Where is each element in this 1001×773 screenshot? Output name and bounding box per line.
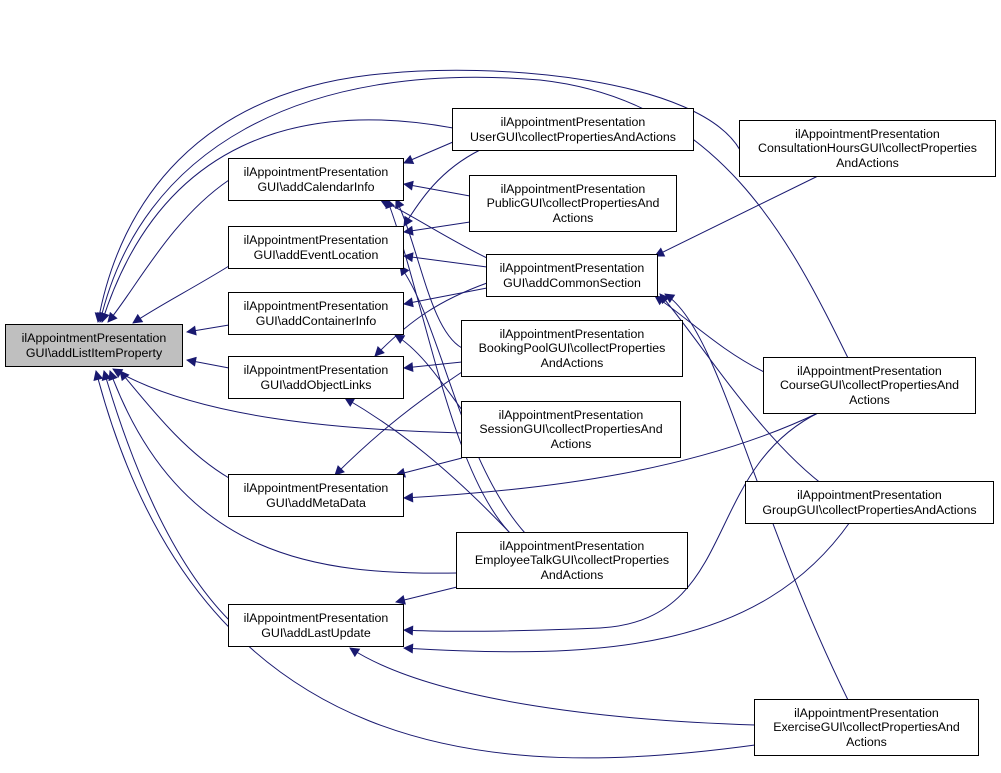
- edge-eventlocation-to-listitem: [132, 265, 230, 324]
- edge-exercise-to-lastupdate: [349, 647, 756, 726]
- edge-employee-to-event: [399, 265, 526, 534]
- edge-group-to-lastupdate: [403, 521, 851, 654]
- node-addlistitemproperty: ilAppointmentPresentation GUI\addListIte…: [5, 324, 183, 367]
- node-label: ilAppointmentPresentation CourseGUI\coll…: [779, 363, 960, 407]
- edge-consult-to-common: [654, 174, 821, 257]
- edge-session-to-listitem: [112, 368, 463, 434]
- edge-employee-to-lastupdate: [395, 586, 458, 605]
- edge-course-to-lastupdate: [403, 411, 821, 636]
- node-label: ilAppointmentPresentation PublicGUI\coll…: [486, 181, 660, 225]
- node-label: ilAppointmentPresentation GUI\addEventLo…: [243, 233, 389, 262]
- edge-common-to-objectlinks: [374, 282, 488, 357]
- node-addmetadata[interactable]: ilAppointmentPresentation GUI\addMetaDat…: [228, 474, 404, 517]
- node-label: ilAppointmentPresentation GUI\addListIte…: [21, 331, 167, 360]
- edge-booking-to-objectlinks: [403, 361, 463, 373]
- node-label: ilAppointmentPresentation GUI\addMetaDat…: [243, 481, 389, 510]
- edge-session-to-metadata: [395, 457, 463, 478]
- edge-employee-to-objectlinks: [344, 397, 511, 534]
- node-employeetalkgui-collect[interactable]: ilAppointmentPresentation EmployeeTalkGU…: [456, 532, 688, 589]
- node-usergui-collect[interactable]: ilAppointmentPresentation UserGUI\collec…: [452, 108, 694, 151]
- edge-user-to-event: [403, 149, 481, 227]
- edge-containerinfo-to-listitem: [186, 324, 230, 336]
- node-label: ilAppointmentPresentation GUI\addContain…: [243, 299, 389, 328]
- edge-user-to-listitem: [99, 119, 454, 323]
- node-sessiongui-collect[interactable]: ilAppointmentPresentation SessionGUI\col…: [461, 401, 681, 458]
- node-label: ilAppointmentPresentation EmployeeTalkGU…: [474, 538, 670, 582]
- node-label: ilAppointmentPresentation GUI\addObjectL…: [243, 363, 389, 392]
- edge-user-to-calendar: [403, 141, 454, 165]
- edge-session-to-containerinfo: [394, 334, 463, 411]
- edge-exercise-to-listitem: [93, 370, 756, 759]
- node-addcalendarinfo[interactable]: ilAppointmentPresentation GUI\addCalenda…: [228, 158, 404, 201]
- edge-objectlinks-to-listitem: [186, 356, 230, 369]
- node-label: ilAppointmentPresentation GUI\addCalenda…: [243, 165, 389, 194]
- node-groupgui-collect[interactable]: ilAppointmentPresentation GroupGUI\colle…: [745, 481, 994, 524]
- edge-group-to-common: [659, 293, 831, 491]
- edge-course-to-listitem: [97, 76, 849, 359]
- node-addobjectlinks[interactable]: ilAppointmentPresentation GUI\addObjectL…: [228, 356, 404, 399]
- edge-course-to-common: [654, 295, 765, 373]
- edge-consult-to-listitem: [94, 69, 741, 323]
- edge-lastupdate-to-listitem: [101, 370, 230, 621]
- node-label: ilAppointmentPresentation UserGUI\collec…: [470, 115, 676, 144]
- edge-calendarinfo-to-listitem: [107, 179, 230, 323]
- edge-exercise-to-common: [664, 293, 849, 701]
- edge-public-to-event: [403, 221, 471, 236]
- node-addlastupdate[interactable]: ilAppointmentPresentation GUI\addLastUpd…: [228, 604, 404, 647]
- node-addcommonsection[interactable]: ilAppointmentPresentation GUI\addCommonS…: [486, 254, 658, 297]
- node-exercisegui-collect[interactable]: ilAppointmentPresentation ExerciseGUI\co…: [754, 699, 979, 756]
- node-publicgui-collect[interactable]: ilAppointmentPresentation PublicGUI\coll…: [469, 175, 677, 232]
- node-bookingpoolgui-collect[interactable]: ilAppointmentPresentation BookingPoolGUI…: [461, 320, 683, 377]
- edge-common-to-event: [403, 252, 488, 268]
- node-label: ilAppointmentPresentation GroupGUI\colle…: [762, 488, 977, 517]
- node-label: ilAppointmentPresentation ExerciseGUI\co…: [773, 705, 960, 749]
- node-addcontainerinfo[interactable]: ilAppointmentPresentation GUI\addContain…: [228, 292, 404, 335]
- node-label: ilAppointmentPresentation SessionGUI\col…: [479, 407, 663, 451]
- node-addeventlocation[interactable]: ilAppointmentPresentation GUI\addEventLo…: [228, 226, 404, 269]
- node-label: ilAppointmentPresentation GUI\addLastUpd…: [243, 611, 389, 640]
- edge-employee-to-listitem: [108, 370, 458, 574]
- edge-public-to-calendar: [403, 180, 471, 197]
- node-coursegui-collect[interactable]: ilAppointmentPresentation CourseGUI\coll…: [763, 357, 976, 414]
- node-label: ilAppointmentPresentation ConsultationHo…: [758, 126, 977, 170]
- edge-metadata-to-listitem: [119, 370, 230, 479]
- node-consultationhoursgui-collect[interactable]: ilAppointmentPresentation ConsultationHo…: [739, 120, 996, 177]
- edge-booking-to-metadata: [334, 371, 463, 476]
- node-label: ilAppointmentPresentation GUI\addCommonS…: [499, 261, 645, 290]
- node-label: ilAppointmentPresentation BookingPoolGUI…: [478, 326, 666, 370]
- edge-common-to-containerinfo: [403, 287, 488, 308]
